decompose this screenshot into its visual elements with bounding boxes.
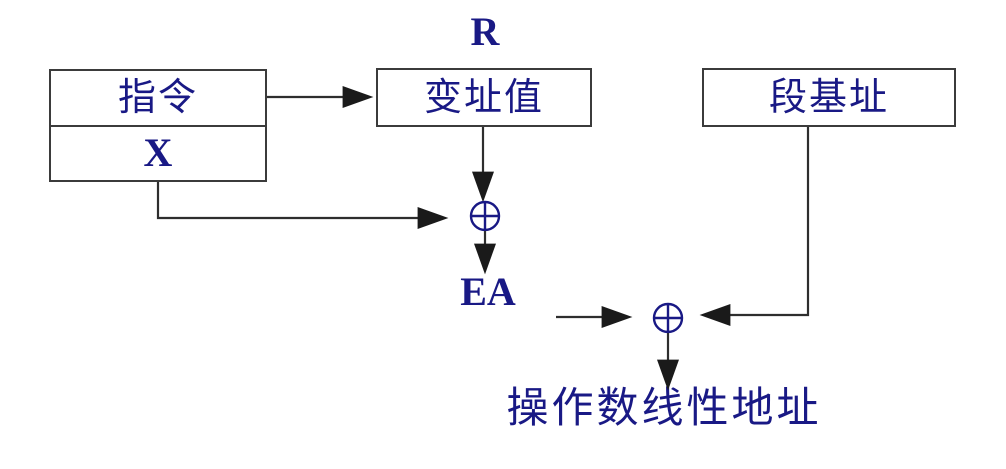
index-value-label: 变址值 <box>423 76 544 119</box>
index-value-box: 变址值 <box>376 68 592 127</box>
register-label: R <box>470 9 500 54</box>
instruction-label: 指令 <box>117 76 198 119</box>
effective-address-label: EA <box>460 269 516 314</box>
operand-linear-address-label: 操作数线性地址 <box>506 386 822 432</box>
arrow-x-to-adder1 <box>156 182 449 229</box>
adder2-circled-plus-icon <box>652 302 684 334</box>
instruction-box-row-instruction: 指令 <box>51 71 265 125</box>
instruction-box: 指令 X <box>49 69 267 182</box>
arrow-segment-base-to-adder2 <box>699 127 810 326</box>
adder1-circled-plus-icon <box>469 200 501 232</box>
segment-base-label: 段基址 <box>768 76 889 119</box>
instruction-box-row-x: X <box>51 124 265 181</box>
x-field-label: X <box>143 130 173 176</box>
segment-base-box: 段基址 <box>702 68 956 127</box>
